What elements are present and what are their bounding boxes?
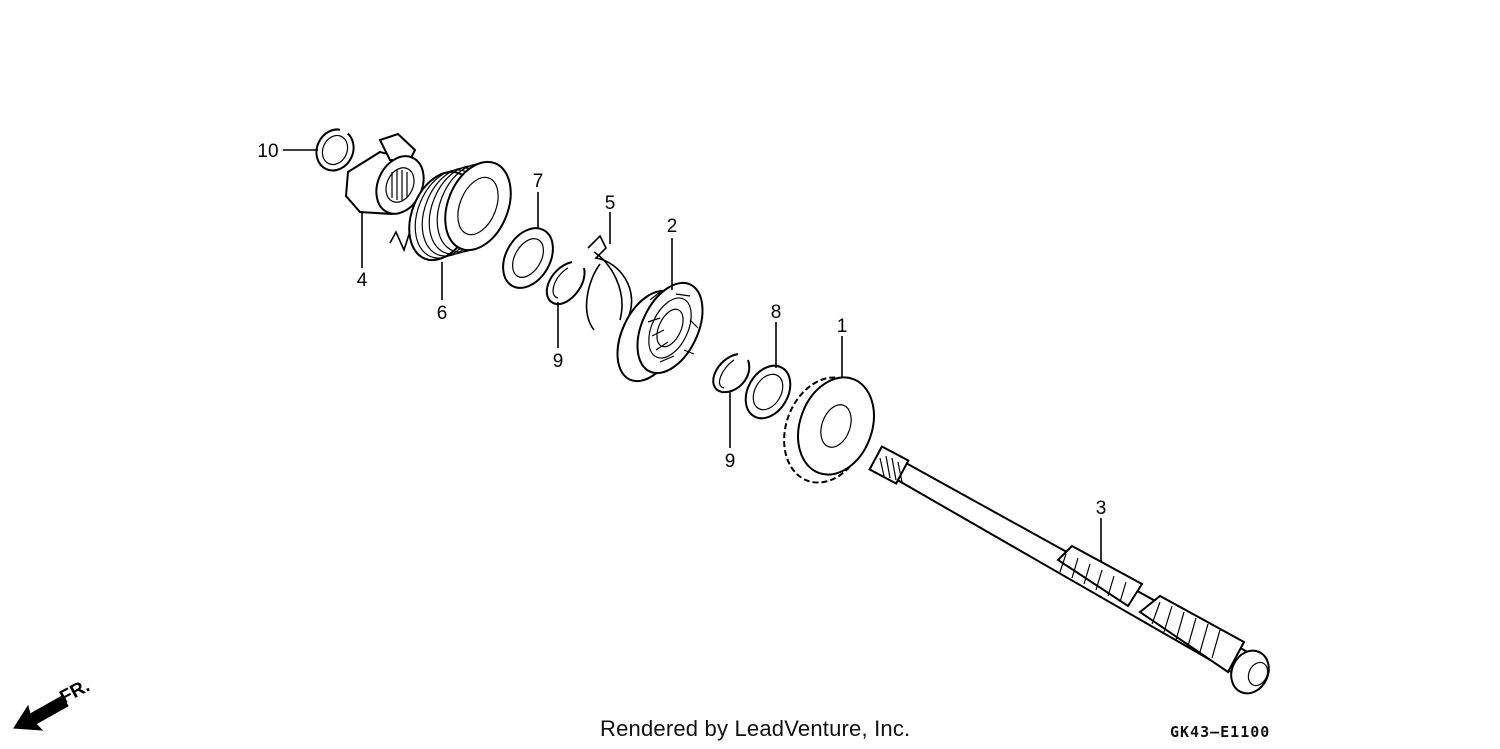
callout-4: 4 [357,270,368,291]
part-6-spring [389,160,512,262]
render-credit: Rendered by LeadVenture, Inc. [600,716,911,741]
part-4-collar [344,132,425,216]
callout-9-lower: 9 [725,451,736,472]
part-9-circlip-lower [712,353,751,394]
callout-9-upper: 9 [553,351,564,372]
callout-1: 1 [837,316,848,337]
front-arrow-icon [13,695,69,731]
part-10-circlip [315,128,355,172]
callout-10: 10 [257,141,278,162]
part-3-spindle [868,445,1270,695]
diagram-code: GK43–E1100 [1170,723,1271,741]
callout-5: 5 [605,193,616,214]
callout-3: 3 [1096,498,1107,519]
leader-lines [283,149,1102,562]
callout-8: 8 [771,302,782,323]
part-1-idle-gear [783,376,875,484]
callout-7: 7 [533,171,544,192]
part-2-ratchet [616,281,704,383]
part-9-circlip-upper [545,261,586,306]
callout-labels: 10 4 6 7 9 5 2 9 8 1 3 [257,141,1106,519]
callout-2: 2 [667,216,678,237]
callout-6: 6 [437,303,448,324]
part-7-washer [502,227,554,289]
part-5-guide-spring [585,234,633,331]
front-direction-indicator: FR. [13,676,93,731]
part-8-washer [744,364,792,420]
